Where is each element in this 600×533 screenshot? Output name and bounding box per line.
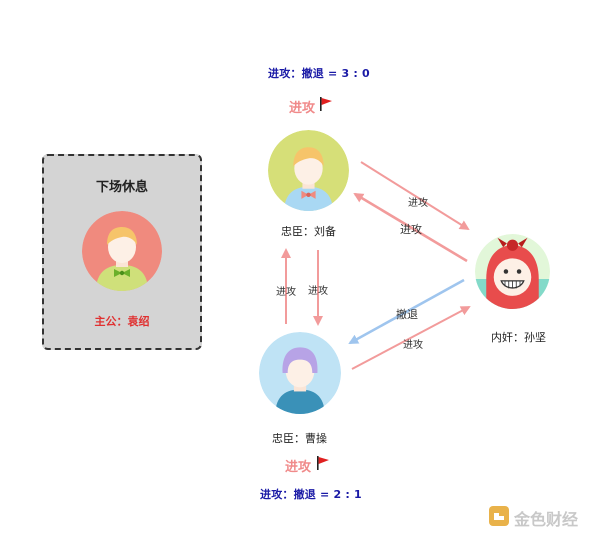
caocao-avatar bbox=[259, 332, 341, 414]
edge-caocao-to-sunjian bbox=[351, 306, 471, 370]
bottom-attack-label: 进攻 bbox=[285, 460, 312, 475]
watermark-logo-icon bbox=[489, 506, 509, 526]
edge-sunjian-to-liubei bbox=[353, 192, 468, 263]
liubei-name: 忠臣：刘备 bbox=[281, 225, 336, 238]
edge-sunjian-to-caocao bbox=[348, 278, 465, 345]
red-flag-icon bbox=[320, 97, 332, 111]
lord-avatar bbox=[82, 211, 162, 291]
red-flag-icon bbox=[317, 456, 329, 470]
sunjian-avatar bbox=[475, 234, 550, 309]
top-attack-label: 进攻 bbox=[289, 101, 316, 116]
edge-label-sunjian-to-liubei: 进攻 bbox=[400, 223, 422, 236]
top-score: 进攻：撤退 = 3 : 0 bbox=[268, 67, 370, 80]
edge-liubei-to-sunjian bbox=[360, 161, 470, 231]
edge-label-sunjian-to-caocao: 撤退 bbox=[396, 308, 418, 321]
edge-label-liubei-to-caocao: 进攻 bbox=[308, 286, 328, 297]
sunjian-name: 内奸：孙坚 bbox=[491, 331, 546, 344]
liubei-avatar bbox=[268, 130, 349, 211]
edge-label-caocao-to-liubei: 进攻 bbox=[276, 287, 296, 298]
edge-label-liubei-to-sunjian: 进攻 bbox=[408, 198, 428, 209]
bench-lord-label: 主公：袁绍 bbox=[94, 315, 150, 328]
watermark-text: 金色财经 bbox=[514, 510, 579, 529]
caocao-name: 忠臣：曹操 bbox=[272, 432, 327, 445]
bottom-score: 进攻：撤退 = 2 : 1 bbox=[260, 488, 362, 501]
edge-label-caocao-to-sunjian: 进攻 bbox=[403, 340, 423, 351]
bench-title: 下场休息 bbox=[95, 180, 148, 195]
